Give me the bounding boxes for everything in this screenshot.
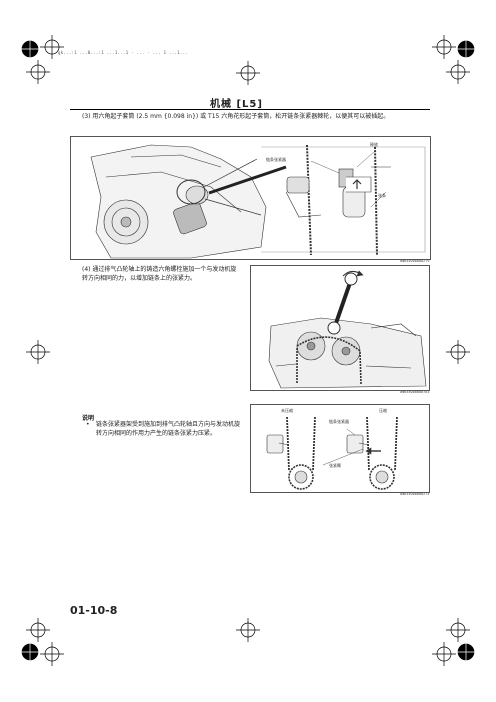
note-figure-code: am6zzw00000274	[400, 492, 430, 496]
step3-figure: 链条张紧器 释放 张条	[70, 136, 431, 260]
note-illustration	[251, 405, 429, 492]
step4-text: (4) 通过排气凸轮轴上的铸造六角螺栓施加一个与发动机旋转方向相同的力，以增加链…	[82, 266, 237, 282]
label-release: 释放	[370, 142, 378, 147]
step3-figure-code: am6zzw00000279	[400, 259, 430, 263]
label-uncompressed: 未压缩	[281, 408, 293, 413]
step3-illustration	[71, 137, 430, 259]
page-title: 机械 [L5]	[210, 99, 263, 110]
label-chain-tensioner: 链条张紧器	[266, 157, 286, 162]
step3-text: (3) 用六角起子套筒 (2.5 mm {0.098 in}) 或 T15 六角…	[82, 113, 390, 120]
label-tensioner-arm: 张紧臂	[329, 463, 341, 468]
note-bullet-text: 链条张紧器架受到施加到排气凸轮轴且方向与发动机旋转方向相同的作用力产生的链条张紧…	[96, 421, 241, 437]
step4-figure-code: am6zzw00000783	[400, 390, 430, 394]
page-number: 01-10-8	[70, 604, 118, 617]
step4-figure	[250, 265, 430, 391]
note-figure: 未压缩 压缩 链条张紧器 张紧臂	[250, 404, 430, 493]
label-chain: 张条	[378, 193, 386, 198]
note-bullet-dot: •	[86, 421, 90, 428]
label-note-tensioner: 链条张紧器	[329, 419, 349, 424]
label-compressed: 压缩	[379, 408, 387, 413]
print-header-strip: gk...:1 ...0...:1 ...1...1 · ... · ... 1…	[58, 50, 188, 55]
step4-illustration	[251, 266, 429, 390]
note-title: 说明	[82, 415, 95, 422]
title-rule	[70, 109, 430, 110]
